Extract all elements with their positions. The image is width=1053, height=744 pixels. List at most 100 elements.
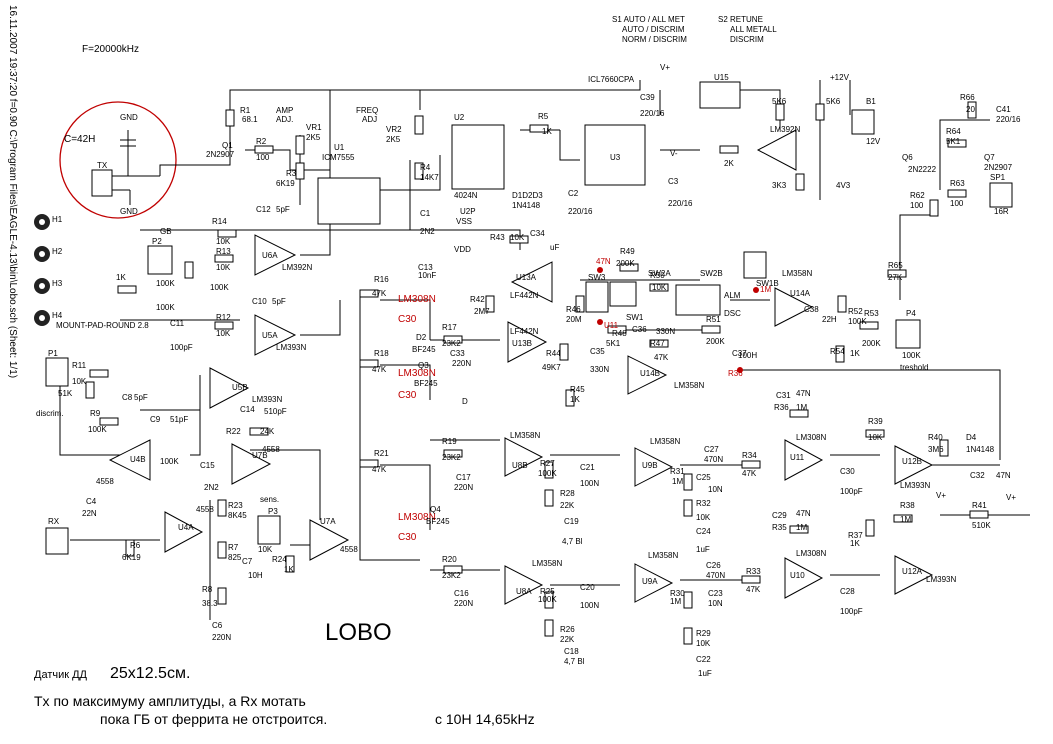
component-label: SW1: [626, 313, 644, 322]
mount-pad-h2-label: H2: [52, 247, 63, 256]
component-label: TX: [97, 161, 108, 170]
component-label: 10nF: [418, 271, 436, 280]
component-label: GND: [120, 207, 138, 216]
component-label: 10K: [868, 433, 883, 442]
component-label: 49K7: [542, 363, 561, 372]
component-label: C37: [732, 349, 747, 358]
component-label: 5pF: [134, 393, 148, 402]
component-label: 100K: [88, 425, 107, 434]
component-label: U8A: [516, 587, 532, 596]
component-label: 4558: [340, 545, 358, 554]
component-label: R44: [546, 349, 561, 358]
component-label: 23K2: [442, 453, 461, 462]
component-label: 4V3: [836, 181, 851, 190]
component-label: 47K: [742, 469, 757, 478]
component-label: FREQ: [356, 106, 378, 115]
component-label: 100K: [160, 457, 179, 466]
component-label: BF245: [412, 345, 436, 354]
component-label: 100K: [902, 351, 921, 360]
freq-spec: с 10Н 14,65kHz: [435, 711, 535, 727]
component-label: C2: [568, 189, 579, 198]
u2-ic: [451, 124, 505, 190]
component-label: 2K: [724, 159, 734, 168]
fet-q3-g: C30: [398, 390, 417, 401]
component-label: 10N: [708, 485, 723, 494]
component-label: 24K: [260, 427, 275, 436]
component-label: R64: [946, 127, 961, 136]
component-label: C33: [450, 349, 465, 358]
component-label: LM308N: [796, 433, 826, 442]
component-label: 1M: [670, 597, 681, 606]
component-label: LM393N: [926, 575, 956, 584]
component-label: 47K: [654, 353, 669, 362]
component-label: 1K: [850, 539, 860, 548]
component-label: 47N: [996, 471, 1011, 480]
component-label: C18: [564, 647, 579, 656]
component-label: V-: [670, 149, 678, 158]
component-label: V+: [1006, 493, 1016, 502]
component-label: U4A: [178, 523, 194, 532]
component-label: R37: [848, 531, 863, 540]
component-label: 10K: [652, 283, 667, 292]
mount-pad-label: MOUNT-PAD-ROUND 2.8: [56, 321, 149, 330]
sp1-connector: [989, 182, 1013, 208]
component-label: R49: [620, 247, 635, 256]
component-label: RX: [48, 517, 60, 526]
component-label: R8: [202, 585, 213, 594]
component-label: 1uF: [696, 545, 710, 554]
tx-connector: [91, 169, 113, 197]
component-label: 47K: [746, 585, 761, 594]
component-label: D2: [416, 333, 427, 342]
component-label: 2N2222: [908, 165, 937, 174]
component-label: 4558: [96, 477, 114, 486]
component-label: C32: [970, 471, 985, 480]
component-label: 2N2907: [206, 150, 235, 159]
component-label: C12: [256, 205, 271, 214]
component-label: C6: [212, 621, 223, 630]
component-label: U10: [790, 571, 805, 580]
component-label: 10K: [216, 263, 231, 272]
component-label: LM392N: [282, 263, 312, 272]
b1-connector: [851, 109, 875, 135]
component-label: R53: [864, 309, 879, 318]
component-label: 200K: [616, 259, 635, 268]
component-label: C4: [86, 497, 97, 506]
component-label: 5K1: [946, 137, 961, 146]
component-label: 220N: [454, 599, 473, 608]
component-label: 100pF: [170, 343, 193, 352]
component-label: SP1: [990, 173, 1006, 182]
switch-legend: S1 AUTO / ALL MET AUTO / DISCRIM NORM / …: [612, 15, 777, 44]
component-label: R40: [928, 433, 943, 442]
component-label: R51: [706, 315, 721, 324]
resistors: [85, 101, 989, 645]
component-label: 47N: [796, 509, 811, 518]
component-label: R13: [216, 247, 231, 256]
component-label: C38: [804, 305, 819, 314]
sw1b-connector: [743, 251, 767, 279]
component-label: U7B: [252, 451, 268, 460]
component-label: sens.: [260, 495, 279, 504]
component-label: 4558: [196, 505, 214, 514]
component-label: R36: [774, 403, 789, 412]
component-label: 220/16: [996, 115, 1021, 124]
component-label: ICM7555: [322, 153, 355, 162]
component-label: R30: [670, 589, 685, 598]
ic-blocks: [45, 81, 1013, 555]
component-label: VDD: [454, 245, 471, 254]
u12b-opamp: [894, 445, 934, 485]
component-label: GB: [160, 227, 172, 236]
tx-coil-highlight: [59, 101, 177, 219]
component-label: 4558: [262, 445, 280, 454]
component-label: 10K: [72, 377, 87, 386]
component-label: U2: [454, 113, 465, 122]
u1-ic: [317, 177, 381, 225]
component-label: 100K: [538, 595, 557, 604]
component-label: 100H: [738, 351, 757, 360]
component-label: U9B: [642, 461, 658, 470]
mount-pads: H1 H2 H3 H4 MOUNT-PAD-ROUND 2.8: [34, 214, 149, 330]
component-label: C31: [776, 391, 791, 400]
component-label: C10: [252, 297, 267, 306]
note-line1: Tx по максимуму амплитуды, а Rx мотать: [34, 693, 306, 709]
component-label: R66: [960, 93, 975, 102]
component-label: U13A: [516, 273, 537, 282]
